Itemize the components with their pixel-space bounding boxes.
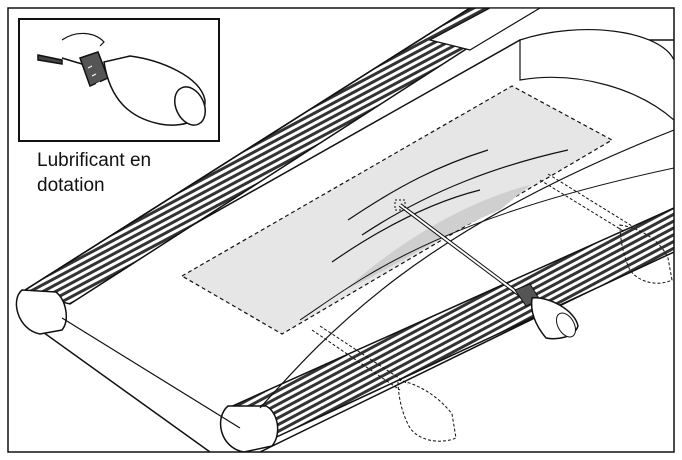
rear-endcap-left <box>15 289 68 335</box>
lifted-belt-shadow <box>345 185 530 290</box>
lifted-belt-edge-lower <box>299 167 674 321</box>
hood-cover <box>519 28 674 121</box>
applicator-tube-inner <box>399 204 521 296</box>
caption-line-1: Lubrificant en <box>37 150 152 171</box>
lubricant-bottle-icon <box>37 32 206 126</box>
lifted-belt-edge-upper <box>259 129 674 409</box>
hidden-adjustment-bolt-right <box>539 173 673 284</box>
callout-caption: Lubrificant en dotation <box>37 148 151 198</box>
upright-base <box>428 8 542 51</box>
rear-roller <box>61 317 241 429</box>
caption-line-2: dotation <box>37 175 105 196</box>
lube-stroke-1 <box>347 149 489 221</box>
left-rail-top-edge <box>21 8 471 293</box>
applicator-tip-dashed <box>394 199 406 211</box>
lube-stroke-2 <box>361 149 569 236</box>
lubricant-bottle-in-use <box>514 283 579 340</box>
rear-endcap-right <box>219 405 279 452</box>
hidden-adjustment-bolt-left <box>311 325 457 442</box>
